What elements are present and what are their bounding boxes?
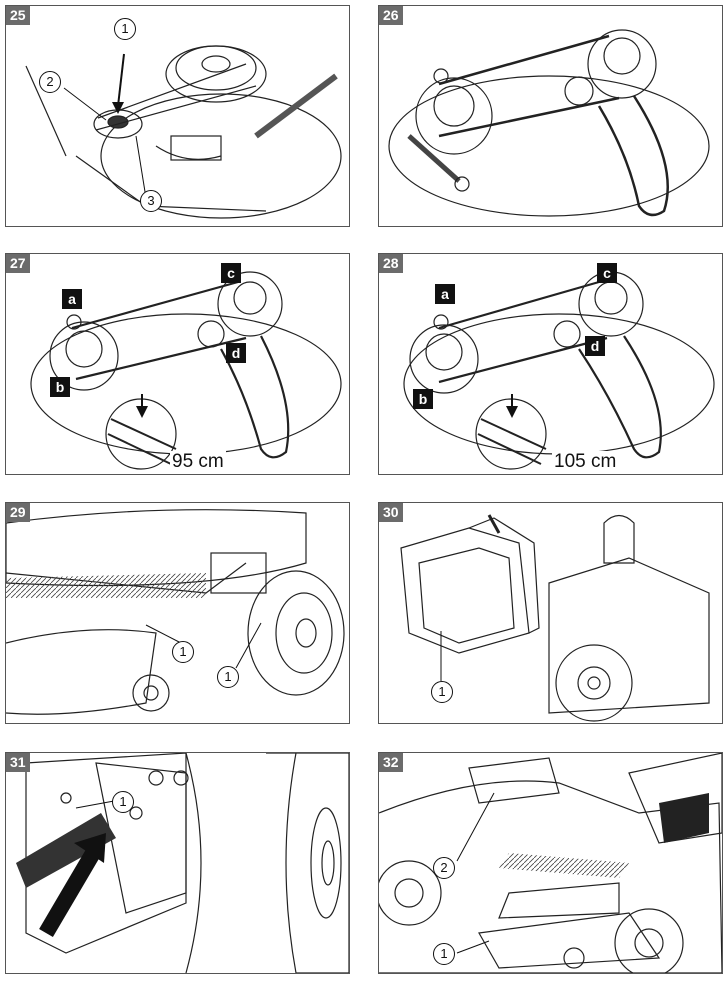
- label-b: b: [50, 377, 70, 397]
- callout-1: 1: [433, 943, 455, 965]
- deck-lock-illustration: [16, 753, 349, 973]
- label-d: d: [585, 336, 605, 356]
- figure-number: 32: [379, 753, 403, 772]
- figure-26: 26: [378, 5, 723, 227]
- mower-deck-install-illustration: [379, 753, 722, 973]
- figure-number: 31: [6, 753, 30, 772]
- figure-31: 31 1: [5, 752, 350, 974]
- callout-1: 1: [431, 681, 453, 703]
- belt-measurement: 95 cm: [170, 451, 226, 473]
- figure-number: 28: [379, 254, 403, 273]
- figure-number: 27: [6, 254, 30, 273]
- callout-1: 1: [172, 641, 194, 663]
- belt-tension-illustration: [403, 271, 715, 470]
- belt-tension-illustration: [30, 271, 342, 470]
- label-c: c: [221, 263, 241, 283]
- deck-pulley-illustration: [25, 45, 342, 219]
- belt-routing-illustration: [388, 29, 710, 217]
- figure-28: 28 a b c d 105 cm: [378, 253, 723, 475]
- callout-3: 3: [140, 190, 162, 212]
- figure-30: 30 1: [378, 502, 723, 724]
- figure-32: 32 2 1: [378, 752, 723, 974]
- figure-25: 25 1 2 3: [5, 5, 350, 227]
- mower-deck-side-illustration: [6, 509, 345, 715]
- label-b: b: [413, 389, 433, 409]
- label-a: a: [435, 284, 455, 304]
- label-a: a: [62, 289, 82, 309]
- figure-number: 25: [6, 6, 30, 25]
- figure-27: 27 a b c d 95 cm: [5, 253, 350, 475]
- grass-catcher-illustration: [400, 514, 710, 722]
- belt-measurement: 105 cm: [552, 451, 619, 473]
- figure-29: 29 1 1: [5, 502, 350, 724]
- callout-1: 1: [114, 18, 136, 40]
- callout-2: 2: [39, 71, 61, 93]
- label-c: c: [597, 263, 617, 283]
- figure-number: 29: [6, 503, 30, 522]
- callout-2: 2: [433, 857, 455, 879]
- callout-1: 1: [217, 666, 239, 688]
- callout-1: 1: [112, 791, 134, 813]
- label-d: d: [226, 343, 246, 363]
- figure-number: 26: [379, 6, 403, 25]
- figure-number: 30: [379, 503, 403, 522]
